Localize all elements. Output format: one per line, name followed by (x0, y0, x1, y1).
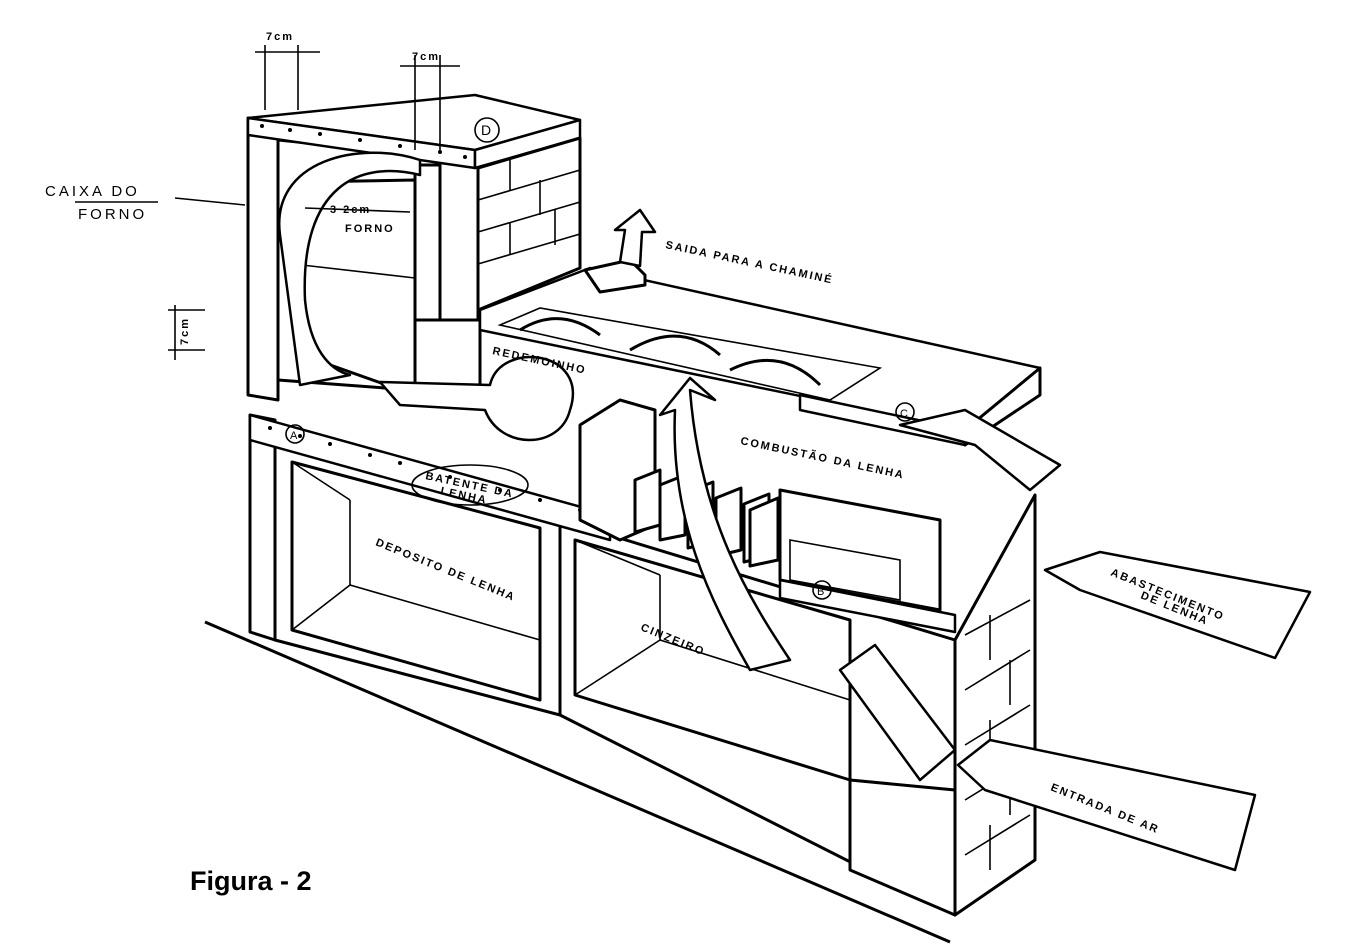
dimension-lines (168, 45, 460, 360)
marker-b: B (817, 586, 824, 598)
label-saida-chamine: SAIDA PARA A CHAMINÉ (664, 238, 834, 286)
redemoinho-arrow (378, 355, 574, 442)
label-dim-7cm-side: 7cm (179, 317, 191, 345)
chimney-arrow (613, 208, 657, 268)
label-forno-box: FORNO (78, 206, 147, 223)
marker-d: D (481, 122, 491, 138)
label-dim-7cm-left: 7cm (266, 31, 294, 43)
inner-air-arrow (838, 643, 957, 782)
oven-box (246, 93, 582, 402)
marker-a: A (290, 430, 298, 442)
label-dim-7cm-right: 7cm (412, 51, 440, 63)
brick-pattern-right (964, 599, 1031, 870)
entrada-ar-arrow (956, 738, 1257, 872)
flow-arrows (278, 151, 1312, 872)
markers: D A C B (285, 117, 915, 600)
label-combustao: COMBUSTÃO DA LENHA (739, 434, 906, 482)
lower-base (248, 413, 1037, 917)
brick-pattern-top (477, 160, 581, 265)
oven-flow-arrow (278, 151, 422, 387)
label-caixa-do: CAIXA DO (45, 183, 140, 200)
figure-caption: Figura - 2 (190, 866, 312, 896)
ground-line (204, 620, 951, 944)
side-flow-arrow (898, 408, 1062, 492)
label-forno: FORNO (345, 223, 395, 235)
abastecimento-arrow (1043, 550, 1312, 660)
marker-c: C (900, 408, 908, 420)
up-flow-arrow (658, 376, 792, 672)
middle-slab (248, 413, 612, 542)
